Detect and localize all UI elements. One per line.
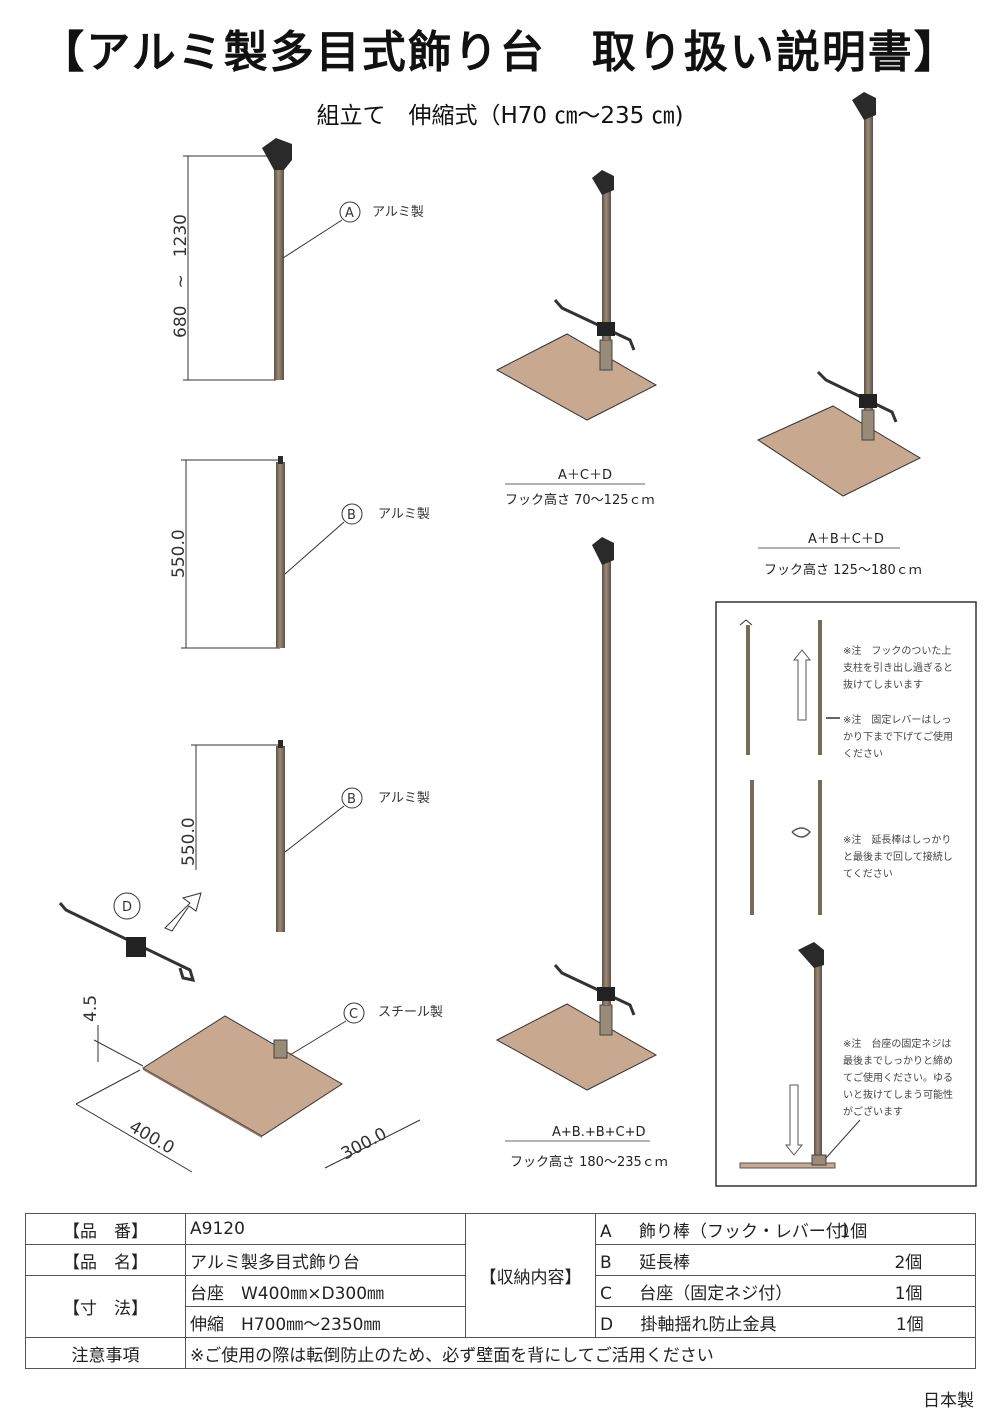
arrow-down-icon (784, 1084, 804, 1156)
part-b-1-material: アルミ製 (378, 507, 430, 522)
assembly-2: A＋B＋C＋D フック高さ 125～180ｃｍ (756, 92, 922, 578)
svg-text:てください: てください (843, 868, 893, 880)
part-a-letter: A (345, 206, 354, 221)
spec-label: 【品 番】 (25, 1213, 186, 1245)
contents-item-a: A 飾り棒（フック・レバー付） 1個 (595, 1213, 976, 1245)
note-2: ※注 固定レバーはしっ かり下まで下げてご使用 ください (843, 713, 953, 760)
svg-text:いと抜けてしまう可能性: いと抜けてしまう可能性 (843, 1088, 953, 1101)
svg-text:※注 固定レバーはしっ: ※注 固定レバーはしっ (843, 713, 951, 726)
part-b-1-letter: B (347, 508, 356, 523)
contents-item-c: C 台座（固定ネジ付） 1個 (595, 1275, 976, 1307)
assembly-diagram: 680 ~ 1230 A アルミ製 550.0 B アルミ製 550.0 B ア… (58, 92, 977, 1187)
contents-qty: 2個 (894, 1252, 923, 1273)
contents-qty: 1個 (895, 1314, 924, 1335)
part-d-letter: D (122, 900, 132, 915)
svg-text:※注 台座の固定ネジは: ※注 台座の固定ネジは (843, 1037, 951, 1050)
assembly-1-hook: フック高さ 70～125ｃｍ (505, 492, 655, 508)
contents-name: 延長棒 (639, 1252, 691, 1273)
part-b-2: 550.0 B アルミ製 (179, 740, 430, 932)
dim-base-width: 400.0 (126, 1117, 178, 1159)
spec-value: 台座 W400㎜×D300㎜ (185, 1275, 466, 1307)
bracket-icon (126, 937, 146, 957)
svg-text:がございます: がございます (843, 1105, 903, 1118)
note-3: ※注 延長棒はしっかり と最後まで回して接続し てください (843, 833, 953, 880)
svg-text:※注 フックのついた上: ※注 フックのついた上 (843, 644, 951, 657)
document-subtitle: 組立て 伸縮式（H70 ㎝〜235 ㎝) (316, 103, 684, 129)
dim-part-b-2: 550.0 (179, 817, 199, 866)
svg-text:てご使用ください。ゆる: てご使用ください。ゆる (843, 1071, 953, 1084)
made-in-label: 日本製 (923, 1391, 974, 1411)
contents-name: 掛軸揺れ防止金具 (640, 1314, 777, 1335)
assembly-2-formula: A＋B＋C＋D (808, 532, 884, 547)
contents-letter: A (600, 1221, 612, 1242)
part-a-material: アルミ製 (372, 205, 424, 220)
dim-part-a: 680 ~ 1230 (171, 214, 191, 338)
contents-qty: 1個 (839, 1221, 868, 1242)
part-d: D (58, 892, 202, 982)
contents-letter: B (600, 1252, 612, 1273)
part-b-1: 550.0 B アルミ製 (169, 456, 430, 649)
dim-base-height: 4.5 (81, 995, 101, 1022)
svg-text:抜けてしまいます: 抜けてしまいます (843, 678, 923, 691)
rotate-icon (791, 827, 812, 838)
arrow-up-icon (792, 649, 812, 721)
contents-item-b: B 延長棒 2個 (595, 1244, 976, 1276)
document-title: 【アルミ製多目式飾り台 取り扱い説明書】 (40, 27, 960, 78)
spec-label: 【寸 法】 (25, 1275, 186, 1338)
spec-value: ※ご使用の際は転倒防止のため、必ず壁面を背にしてご活用ください (185, 1337, 976, 1369)
spec-row-caution: 注意事項 ※ご使用の際は転倒防止のため、必ず壁面を背にしてご活用ください (25, 1337, 976, 1369)
spec-label: 【品 名】 (25, 1244, 186, 1276)
spec-label: 注意事項 (25, 1337, 186, 1369)
assembly-1: A＋C＋D フック高さ 70～125ｃｍ (495, 170, 658, 508)
contents-name: 飾り棒（フック・レバー付） (639, 1221, 860, 1242)
dim-part-b-1: 550.0 (169, 529, 189, 578)
svg-text:最後までしっかりと締め: 最後までしっかりと締め (843, 1054, 953, 1067)
svg-text:ください: ください (843, 748, 883, 760)
spec-value: 伸縮 H700㎜〜2350㎜ (185, 1306, 466, 1338)
hook-lever-icon (262, 138, 292, 170)
contents-name: 台座（固定ネジ付） (639, 1283, 793, 1304)
spec-row-part-number: 【品 番】 A9120 【収納内容】 A 飾り棒（フック・レバー付） 1個 (25, 1213, 976, 1338)
svg-text:かり下まで下げてご使用: かり下まで下げてご使用 (843, 730, 953, 743)
assembly-2-hook: フック高さ 125～180ｃｍ (764, 562, 922, 578)
part-c-letter: C (349, 1007, 358, 1022)
assembly-3: A+B.+B+C+D フック高さ 180～235ｃｍ (495, 537, 668, 1170)
spec-value: A9120 (185, 1213, 466, 1245)
dim-base-depth: 300.0 (338, 1124, 390, 1165)
assembly-1-formula: A＋C＋D (558, 468, 612, 483)
part-b-2-material: アルミ製 (378, 791, 430, 806)
note-1: ※注 フックのついた上 支柱を引き出し過ぎると 抜けてしまいます (843, 644, 953, 691)
assembly-3-formula: A+B.+B+C+D (552, 1125, 646, 1140)
notes-box: ※注 フックのついた上 支柱を引き出し過ぎると 抜けてしまいます ※注 固定レバ… (715, 601, 977, 1187)
assembly-3-hook: フック高さ 180～235ｃｍ (510, 1154, 668, 1170)
part-c: 4.5 400.0 300.0 C スチール製 (75, 995, 443, 1173)
spec-value: アルミ製多目式飾り台 (185, 1244, 466, 1276)
svg-text:※注 延長棒はしっかり: ※注 延長棒はしっかり (843, 833, 951, 846)
contents-label: 【収納内容】 (465, 1213, 596, 1338)
contents-letter: C (600, 1283, 612, 1304)
svg-text:と最後まで回して接続し: と最後まで回して接続し (843, 850, 953, 863)
part-b-2-letter: B (347, 792, 356, 807)
note-4: ※注 台座の固定ネジは 最後までしっかりと締め てご使用ください。ゆる いと抜け… (843, 1037, 953, 1118)
part-c-material: スチール製 (378, 1005, 443, 1020)
part-a: 680 ~ 1230 A アルミ製 (171, 138, 424, 381)
svg-text:支柱を引き出し過ぎると: 支柱を引き出し過ぎると (843, 661, 953, 674)
spec-table: 【品 番】 A9120 【収納内容】 A 飾り棒（フック・レバー付） 1個 【品… (25, 1213, 976, 1369)
arrow-up-right-icon (164, 892, 202, 932)
contents-item-d: D 掛軸揺れ防止金具 1個 (595, 1306, 976, 1338)
contents-qty: 1個 (894, 1283, 923, 1304)
contents-letter: D (600, 1314, 614, 1335)
